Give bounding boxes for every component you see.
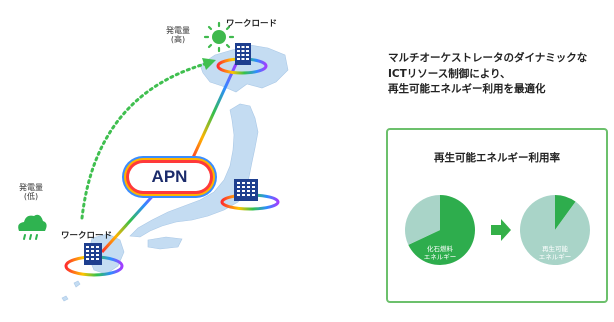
link-north: [189, 63, 238, 163]
building-icon: [235, 43, 251, 65]
workload-label-north: ワークロード: [226, 19, 278, 29]
headline-line-3: 再生可能エネルギー利用を最適化: [388, 83, 546, 95]
generation-high-label: 発電量 (高): [166, 26, 190, 44]
arrowhead: [202, 58, 216, 70]
workload-north-node: [216, 43, 268, 75]
apn-network-label: APN: [129, 163, 210, 191]
pie-after-label: 再生可能 エネルギー: [538, 245, 572, 261]
pie-slice-after-0: [555, 195, 576, 230]
pie-before-label: 化石燃料 エネルギー: [423, 245, 457, 261]
generation-low-label: 発電量 (低): [19, 183, 43, 201]
datacenter-middle-node: [220, 179, 280, 211]
workload-label-south: ワークロード: [61, 231, 113, 241]
pie-before: [405, 195, 475, 265]
headline-line-2: ICTリソース制御により、: [388, 67, 511, 80]
rain-cloud-icon: [18, 214, 47, 240]
headline: マルチオーケストレータのダイナミックな ICTリソース制御により、 再生可能エネ…: [388, 51, 614, 98]
pie-slice-before-1: [405, 195, 440, 245]
workload-south-node: [64, 243, 124, 277]
renewable-usage-card: 再生可能エネルギー利用率 化石燃料 エネルギー 再生可能 エネルギー: [386, 128, 608, 303]
sun-icon: [203, 21, 235, 53]
pie-slice-after-1: [520, 195, 590, 265]
pie-chart-area: [405, 195, 590, 265]
japan-map: [61, 44, 289, 302]
pie-after: [520, 195, 590, 265]
headline-line-1: マルチオーケストレータのダイナミックな: [388, 52, 588, 64]
green-arrow-icon: [491, 219, 511, 241]
link-south: [100, 188, 160, 254]
card-title: 再生可能エネルギー利用率: [434, 152, 560, 164]
energy-shift-arrow: [80, 62, 207, 220]
building-icon: [84, 243, 102, 265]
pie-slice-before-0: [408, 195, 475, 265]
building-icon: [234, 179, 258, 201]
